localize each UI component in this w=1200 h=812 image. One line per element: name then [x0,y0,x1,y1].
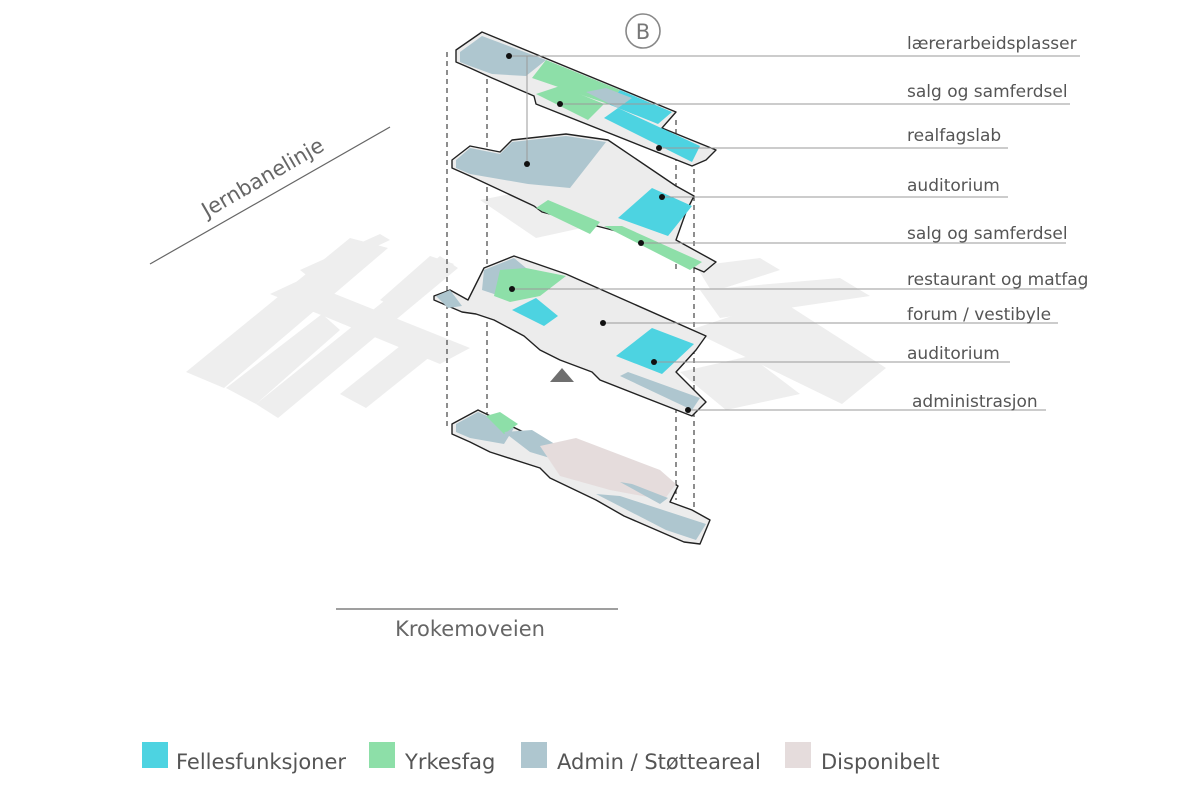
label-teacher-workspaces: lærerarbeidsplasser [907,34,1077,54]
floor-ground [433,255,707,417]
leader-dots [506,53,691,413]
entrance-marker [550,368,574,382]
railway-label: Jernbanelinje [196,133,328,223]
svg-text:B: B [636,20,650,44]
label-science-lab: realfagslab [907,126,1001,146]
program-labels: lærerarbeidsplasser salg og samferdsel r… [907,34,1088,412]
svg-text:Disponibelt: Disponibelt [821,750,940,774]
svg-text:Fellesfunksjoner: Fellesfunksjoner [176,750,346,774]
context-buildings [186,188,886,418]
railway-line [149,126,391,265]
legend-item-admin: Admin / Støtteareal [521,742,761,774]
legend: Fellesfunksjoner Yrkesfag Admin / Støtte… [142,742,940,774]
label-sales-transport-2: salg og samferdsel [907,224,1068,244]
floor-second [451,133,717,273]
svg-text:Admin / Støtteareal: Admin / Støtteareal [557,750,761,774]
legend-item-disponibelt: Disponibelt [785,742,940,774]
svg-text:Yrkesfag: Yrkesfag [404,750,495,774]
legend-item-fellesfunksjoner: Fellesfunksjoner [142,742,346,774]
leader-lines [509,55,1084,411]
label-auditorium-2: auditorium [907,344,1000,364]
label-administration: administrasjon [912,392,1038,412]
road-label: Krokemoveien [395,617,545,641]
floor-basement [451,409,711,545]
section-marker: B [625,13,661,49]
label-restaurant-food: restaurant og matfag [907,270,1088,290]
label-sales-transport-1: salg og samferdsel [907,82,1068,102]
label-auditorium-1: auditorium [907,176,1000,196]
legend-item-yrkesfag: Yrkesfag [369,742,495,774]
label-forum-vestibule: forum / vestibyle [907,305,1051,325]
